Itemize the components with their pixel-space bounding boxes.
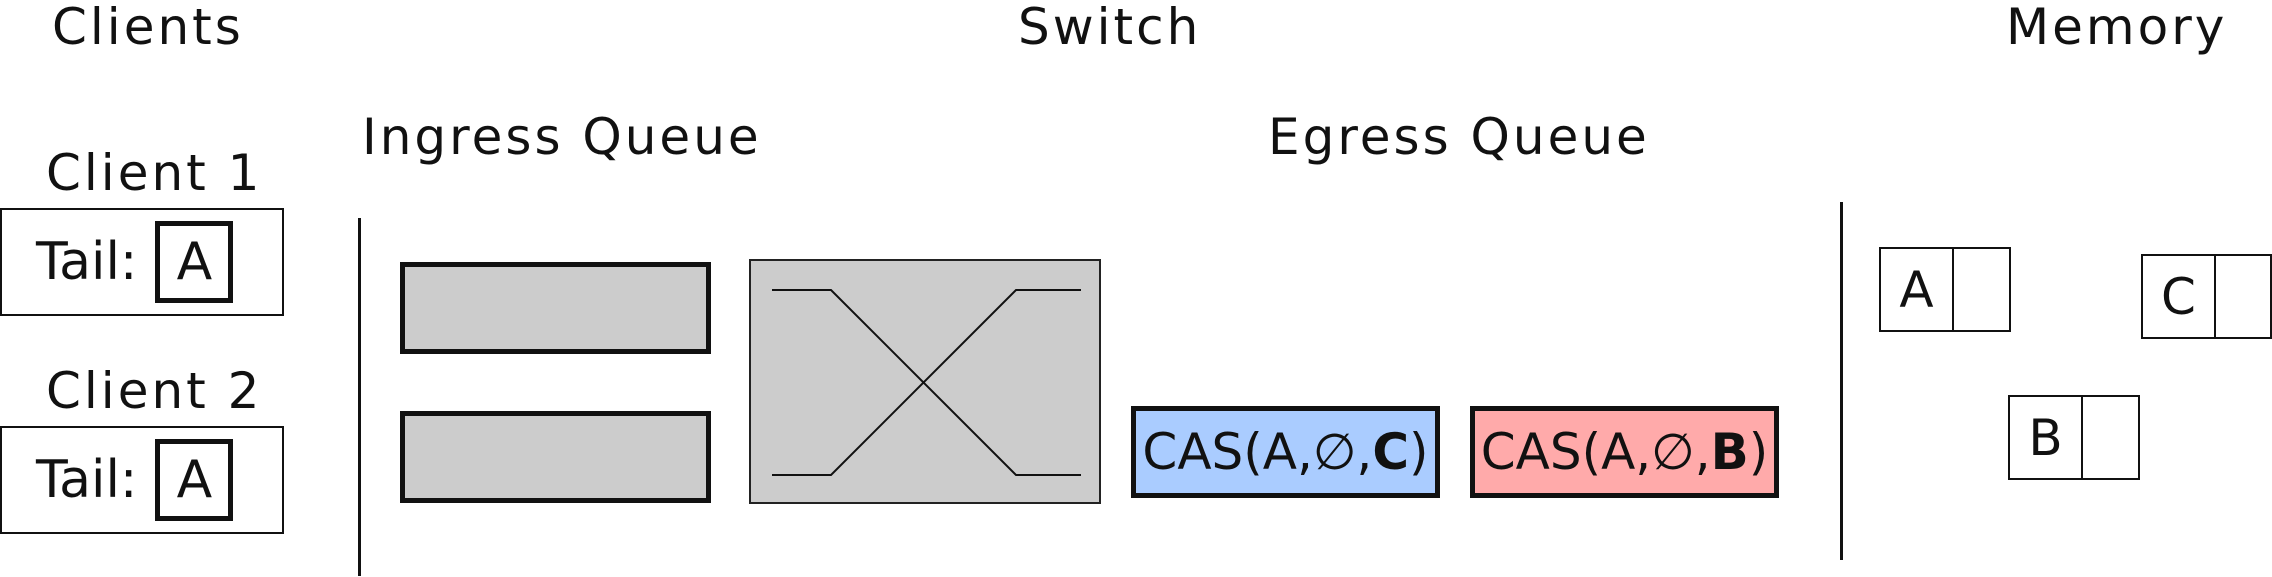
clients-header: Clients	[52, 0, 244, 56]
client-1-box: Tail: A	[0, 208, 284, 316]
egress-cas-b: CAS(A,∅,B)	[1470, 406, 1779, 498]
ingress-queue-slot-2	[400, 411, 711, 503]
egress-cas-c: CAS(A,∅,C)	[1131, 406, 1440, 498]
memory-node-b: B	[2008, 395, 2140, 480]
memory-node-c-key: C	[2143, 256, 2216, 337]
crossbar-wiring-icon	[772, 289, 1081, 476]
egress-queue-label: Egress Queue	[1268, 108, 1650, 166]
client-2-box: Tail: A	[0, 426, 284, 534]
egress-cas-c-value: C	[1372, 423, 1410, 481]
memory-node-a-key: A	[1881, 249, 1954, 330]
switch-memory-divider	[1840, 202, 1843, 560]
crossbar-fabric	[749, 259, 1101, 504]
memory-node-b-key: B	[2010, 397, 2083, 478]
client-1-tail-value: A	[155, 221, 234, 303]
egress-cas-b-prefix: CAS(A,∅,	[1480, 423, 1711, 481]
client-2-tail-value: A	[155, 439, 234, 521]
client-1-label: Client 1	[46, 144, 263, 202]
switch-header: Switch	[1018, 0, 1202, 56]
client-1-tail-label: Tail:	[36, 232, 138, 292]
ingress-queue-slot-1	[400, 262, 711, 354]
clients-switch-divider	[358, 218, 361, 576]
egress-cas-b-value: B	[1710, 423, 1749, 481]
ingress-queue-label: Ingress Queue	[362, 108, 762, 166]
egress-cas-c-suffix: )	[1409, 423, 1429, 481]
memory-node-a-next	[1954, 249, 2009, 330]
memory-node-a: A	[1879, 247, 2011, 332]
client-2-tail-label: Tail:	[36, 450, 138, 510]
client-2-label: Client 2	[46, 362, 263, 420]
memory-node-b-next	[2083, 397, 2138, 478]
egress-cas-b-suffix: )	[1748, 423, 1769, 481]
memory-header: Memory	[2006, 0, 2228, 56]
memory-node-c: C	[2141, 254, 2272, 339]
memory-node-c-next	[2216, 256, 2270, 337]
egress-cas-c-prefix: CAS(A,∅,	[1142, 423, 1373, 481]
